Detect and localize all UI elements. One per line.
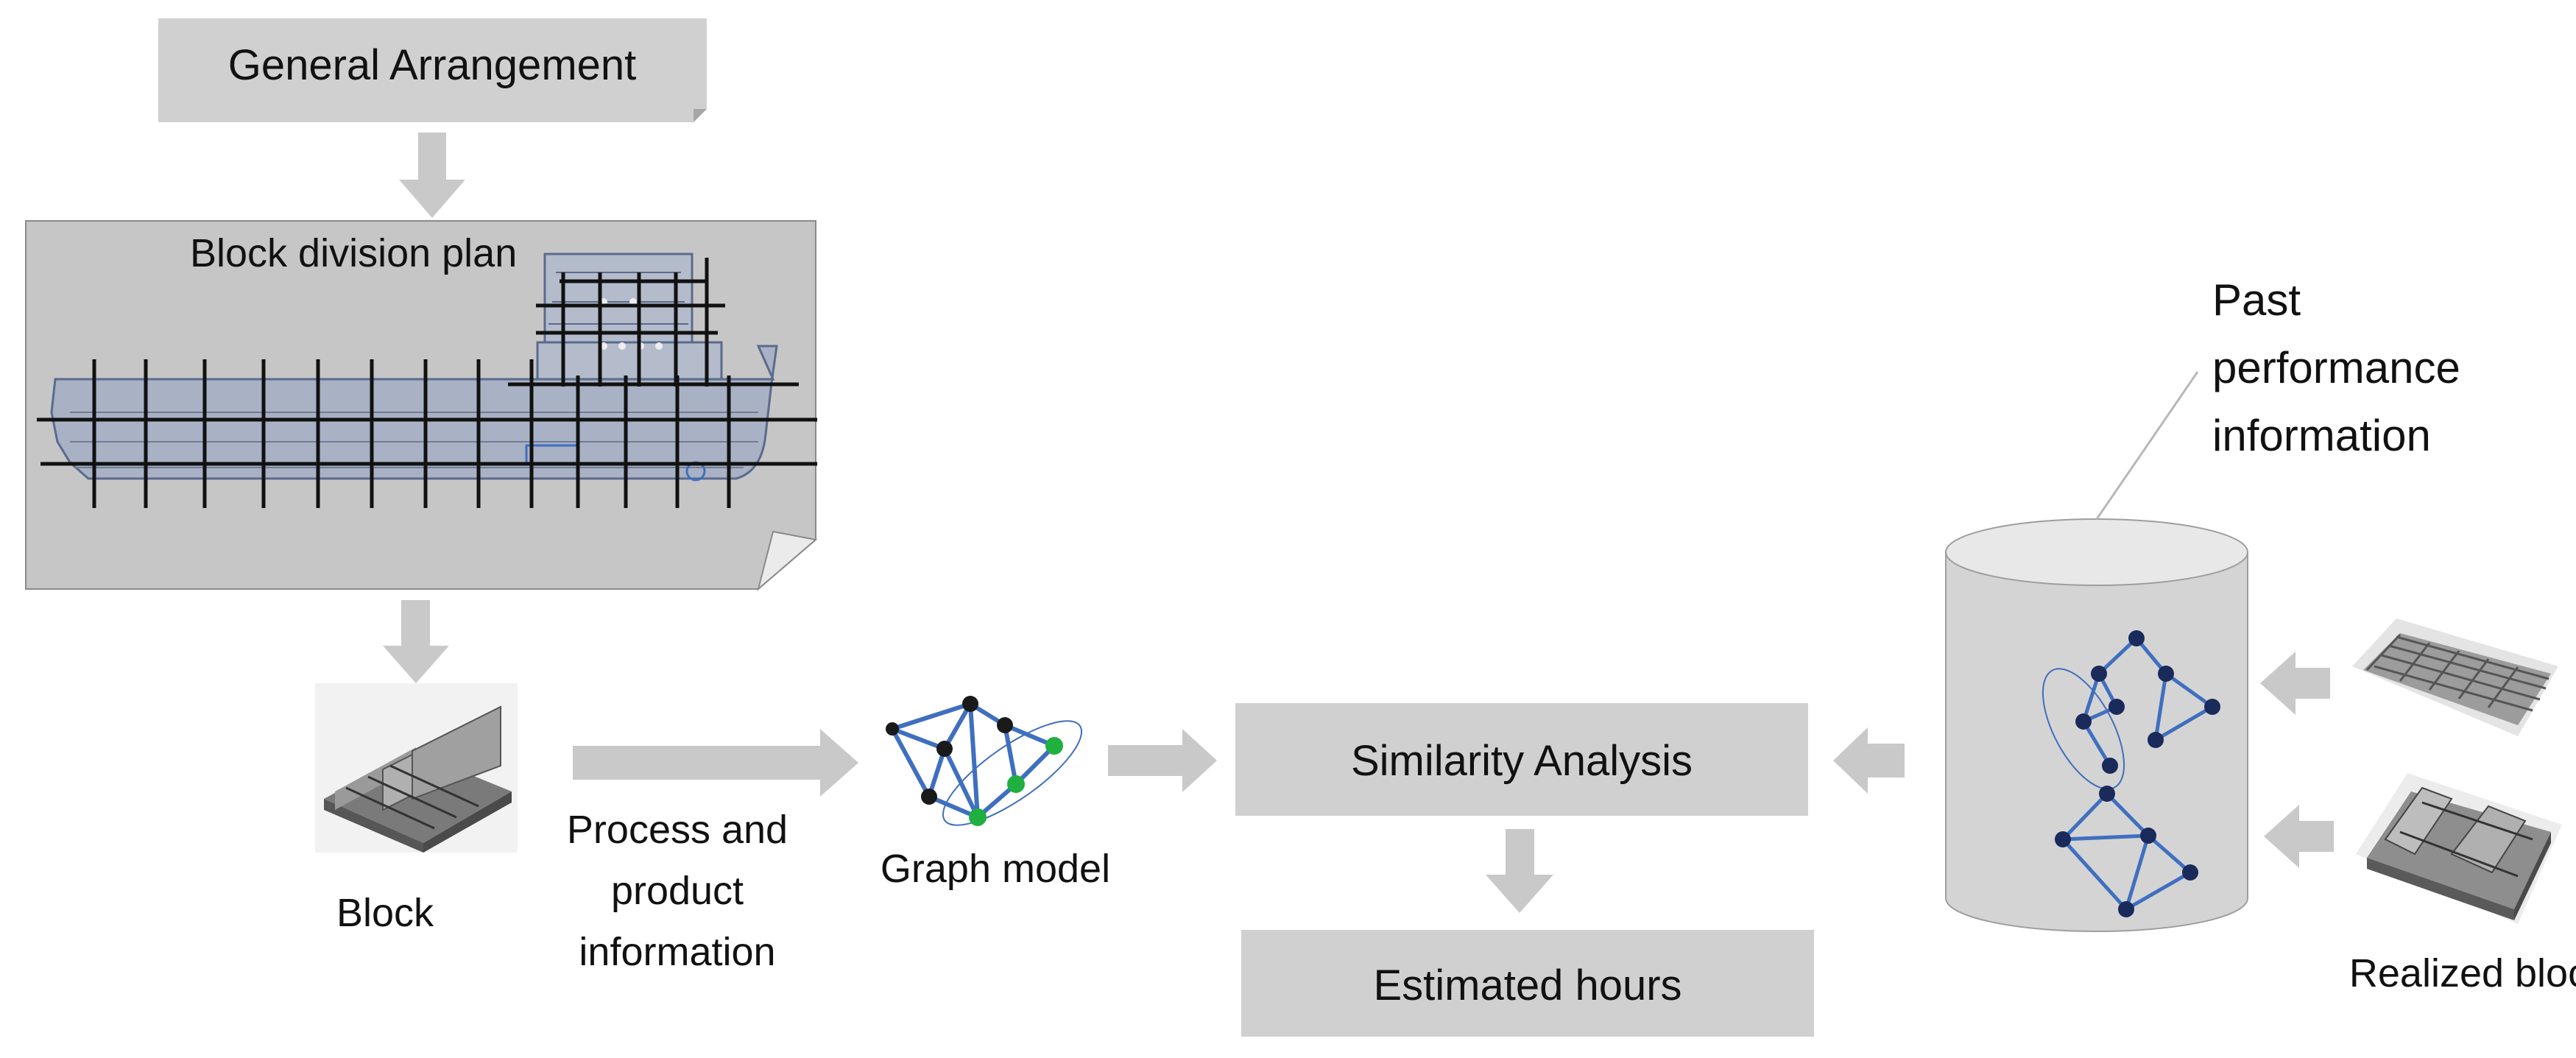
arrow-block-to-graph — [573, 729, 858, 797]
general-arrangement-label: General Arrangement — [228, 41, 637, 89]
realized-block-render — [2356, 773, 2562, 924]
block-division-lines — [37, 258, 817, 508]
svg-text:information: information — [579, 930, 775, 974]
svg-text:product: product — [611, 869, 744, 913]
realized-blocks-label: Realized blocks — [2349, 951, 2576, 995]
svg-text:Process and: Process and — [567, 808, 788, 852]
graph-model-icon — [886, 696, 1083, 826]
block-label: Block — [336, 891, 434, 935]
arrow-plan-to-block — [383, 600, 449, 683]
arrow-realized-block-1-to-database — [2260, 652, 2330, 715]
block-division-plan-label: Block division plan — [190, 231, 517, 275]
past-performance-leader-line — [2095, 371, 2199, 520]
arrow-graph-to-similarity — [1108, 729, 1217, 792]
process-product-information-label: Process and product information — [567, 808, 788, 974]
arrow-realized-block-2-to-database — [2264, 805, 2334, 868]
graph-model-label: Graph model — [881, 847, 1110, 891]
block-3d-render — [315, 683, 518, 853]
realized-block-render — [2352, 618, 2558, 736]
ship-hull-drawing — [50, 253, 778, 482]
block-division-plan-panel: Block division plan — [25, 220, 818, 591]
svg-text:Past: Past — [2212, 275, 2301, 325]
arrow-database-to-similarity — [1833, 727, 1905, 794]
svg-text:performance: performance — [2212, 343, 2460, 392]
arrow-ga-to-plan — [399, 133, 465, 218]
database-cylinder — [1945, 518, 2248, 932]
general-arrangement-box: General Arrangement — [158, 18, 707, 122]
estimated-hours-box: Estimated hours — [1241, 930, 1814, 1037]
similarity-analysis-label: Similarity Analysis — [1351, 737, 1693, 785]
similarity-analysis-box: Similarity Analysis — [1235, 703, 1808, 816]
arrow-similarity-to-estimated — [1486, 829, 1553, 913]
past-performance-information-label: Past performance information — [2212, 275, 2460, 460]
estimated-hours-label: Estimated hours — [1373, 962, 1682, 1009]
svg-text:information: information — [2212, 411, 2431, 460]
